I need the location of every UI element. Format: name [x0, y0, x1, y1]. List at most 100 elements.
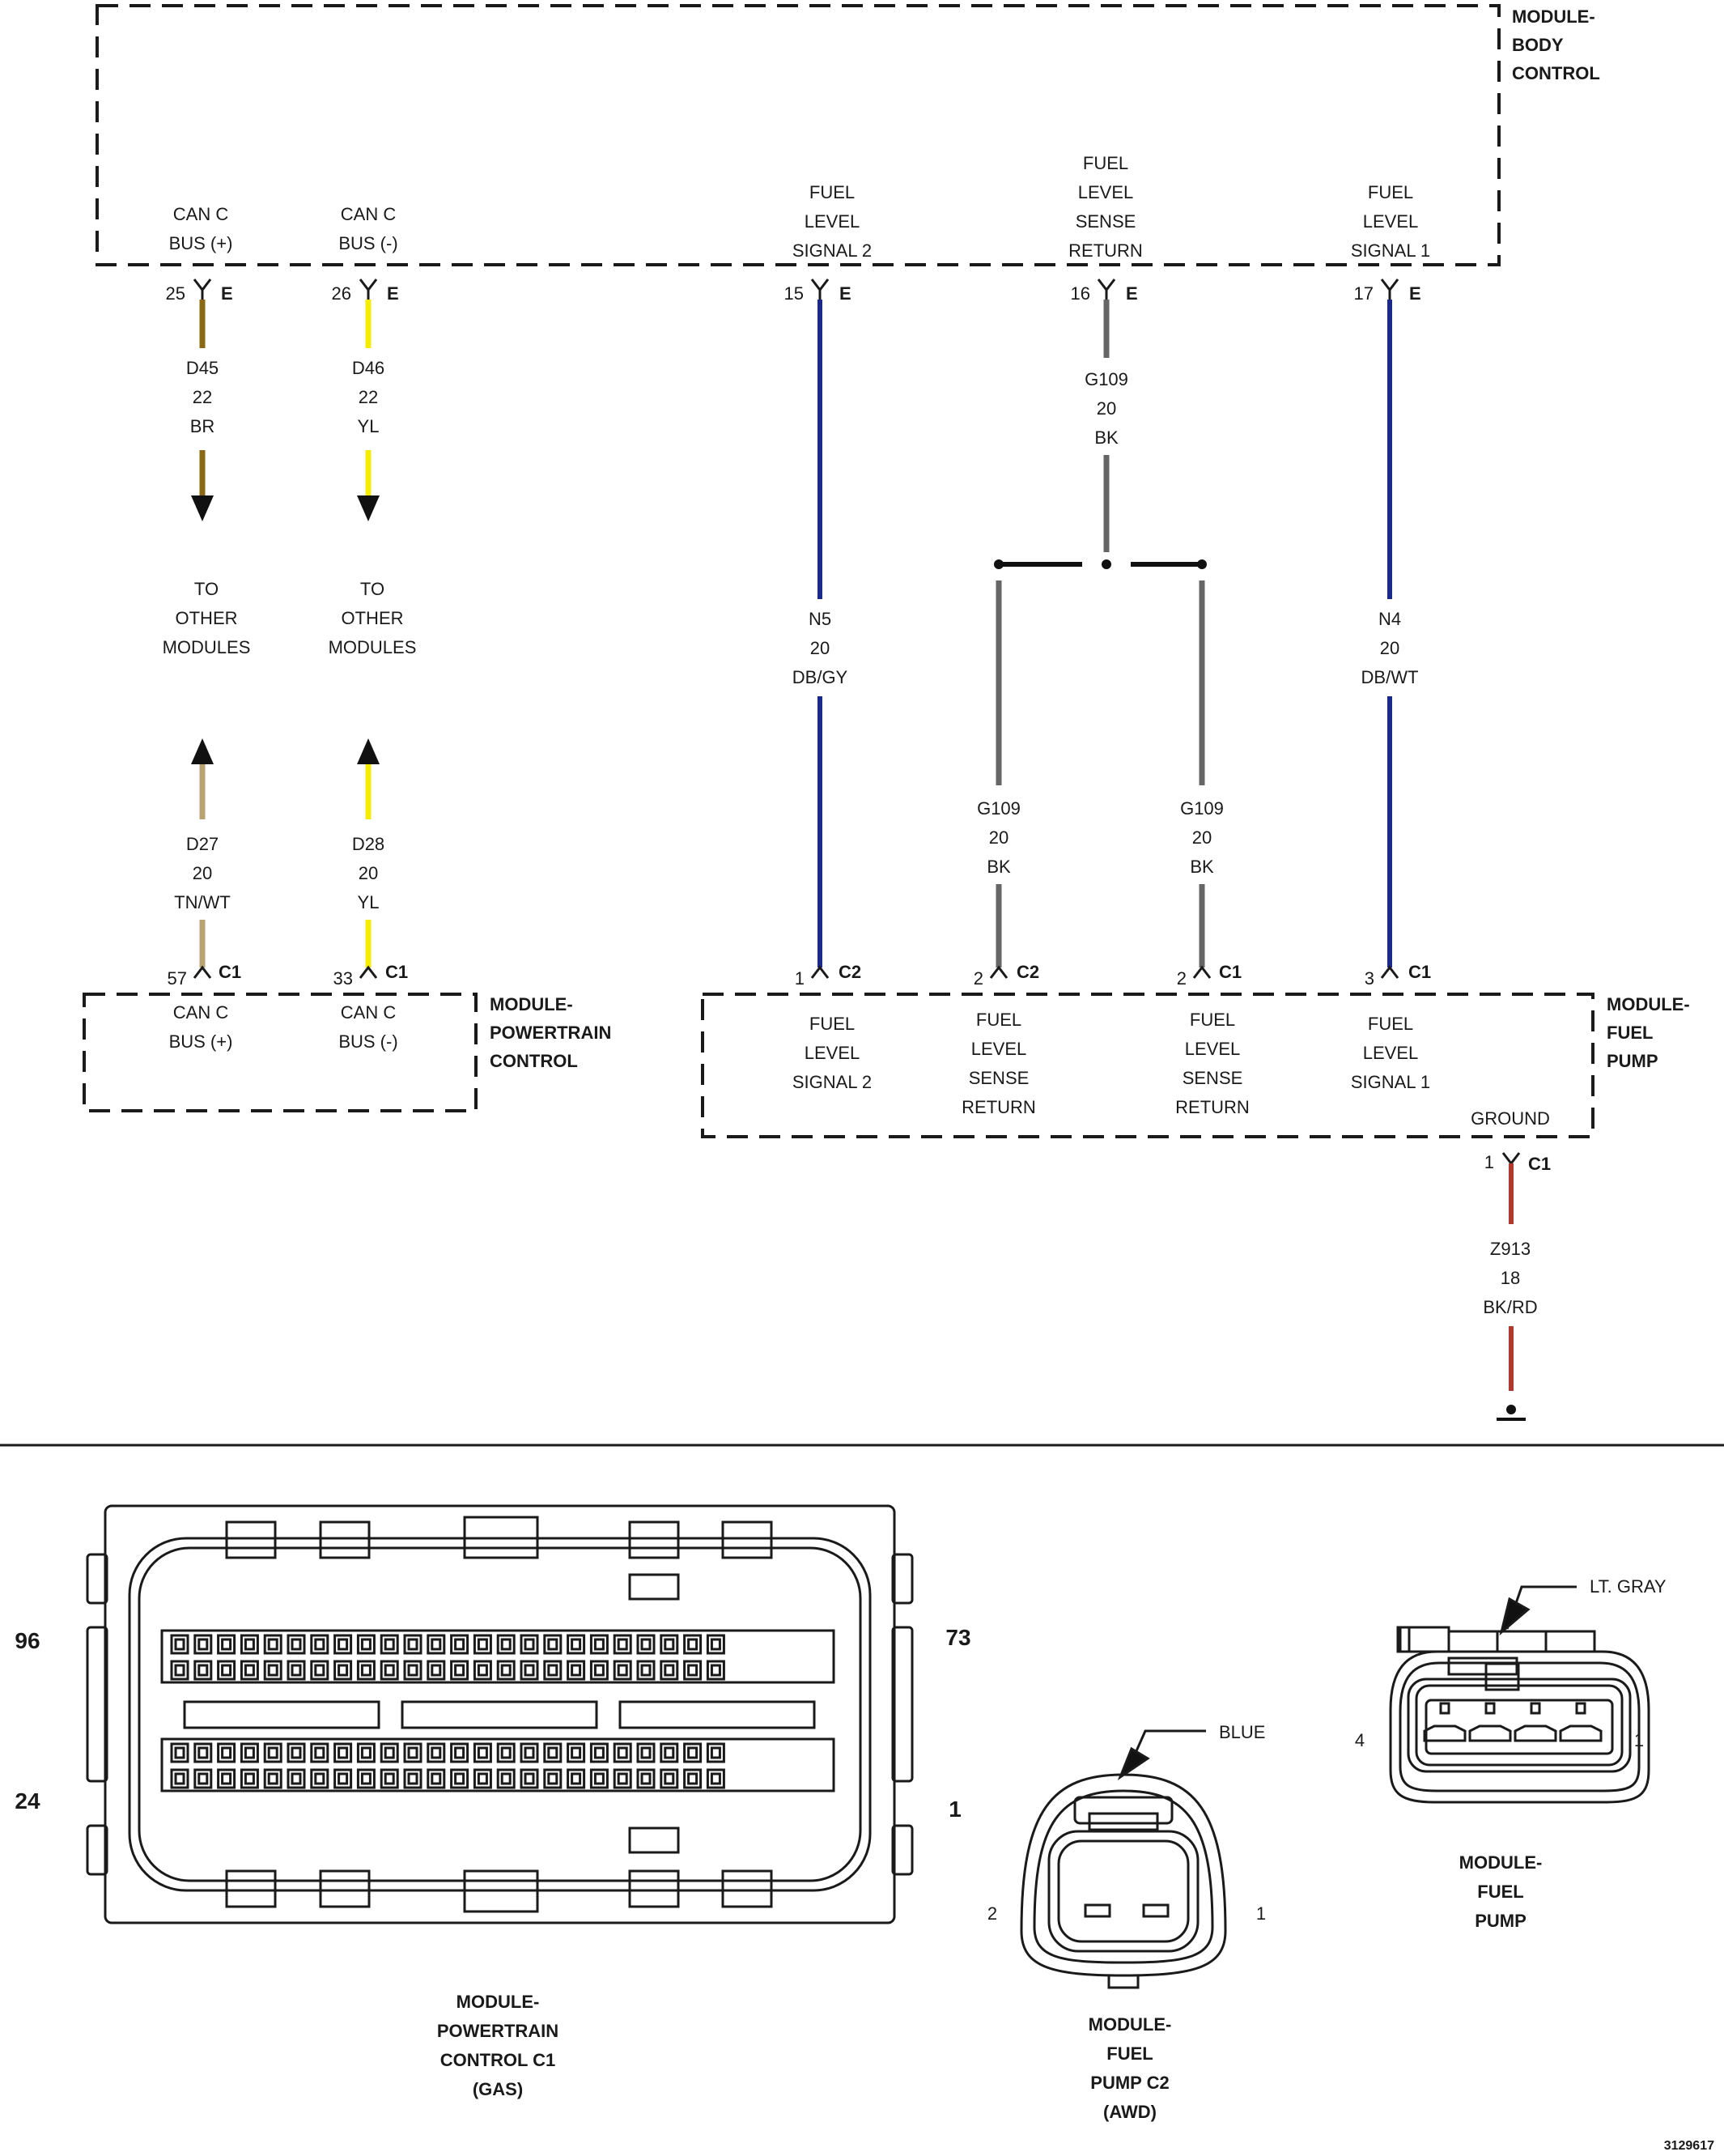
svg-text:G109: G109	[1180, 798, 1224, 819]
pin-cavity-inner	[338, 1746, 349, 1759]
pin-number: 57	[168, 968, 187, 989]
pcm-pin-numbers: 57 C1 33 C1	[168, 962, 409, 989]
pin-cavity-inner	[431, 1664, 442, 1677]
pcm-title-1: MODULE-	[490, 994, 573, 1014]
connector-id: E	[1126, 283, 1138, 304]
pin-cavity	[193, 1660, 213, 1681]
svg-text:G109: G109	[1085, 369, 1128, 389]
svg-text:PUMP C2: PUMP C2	[1090, 2073, 1169, 2093]
pin-cavity	[683, 1660, 703, 1681]
pin-cavity	[567, 1742, 586, 1763]
pin-cavity	[287, 1768, 306, 1789]
bcm-pin-label: LEVEL	[1078, 182, 1134, 202]
pin-cavity-inner	[687, 1746, 699, 1759]
pin-cavity	[240, 1742, 259, 1763]
pin-cavity	[310, 1634, 329, 1655]
pin-cavity	[706, 1660, 725, 1681]
wire-d45: D45 22 BR	[186, 300, 219, 521]
svg-text:MODULES: MODULES	[329, 637, 417, 657]
pin-cavity	[567, 1634, 586, 1655]
pin-cavity-inner	[640, 1746, 652, 1759]
wire-n4: N4 20 DB/WT	[1361, 300, 1419, 967]
bcm-pin-label: RETURN	[1068, 240, 1143, 261]
svg-text:RETURN: RETURN	[1175, 1097, 1250, 1117]
pcm-connector-pins	[193, 965, 378, 979]
svg-text:BK: BK	[987, 857, 1011, 877]
pin-cavity-inner	[314, 1772, 325, 1785]
pin-cavity-inner	[710, 1746, 721, 1759]
svg-text:D28: D28	[352, 834, 384, 854]
pin-cavity	[310, 1742, 329, 1763]
pin-cavity	[636, 1742, 656, 1763]
fpm-c2-labels: BLUE 2 1 MODULE- FUEL PUMP C2 (AWD)	[987, 1722, 1266, 2122]
pin-cavity	[356, 1768, 376, 1789]
pin-number: 73	[945, 1625, 970, 1650]
pin-cavity	[496, 1660, 516, 1681]
svg-text:D45: D45	[186, 358, 219, 378]
pin-cavity	[380, 1742, 399, 1763]
pin-cavity-inner	[524, 1638, 535, 1651]
pin-cavity	[520, 1742, 539, 1763]
pcm-pin-label: BUS (-)	[338, 1031, 397, 1052]
bcm-title-2: BODY	[1512, 35, 1564, 55]
bcm-pin-label: LEVEL	[805, 211, 860, 232]
pin-cavity-inner	[593, 1664, 605, 1677]
pin-cavity	[613, 1660, 632, 1681]
wire-n5: N5 20 DB/GY	[792, 300, 848, 967]
pin-cavity-inner	[267, 1746, 278, 1759]
svg-text:FUEL: FUEL	[1190, 1010, 1235, 1030]
svg-text:FUEL: FUEL	[976, 1010, 1021, 1030]
pin-number: 1	[1256, 1903, 1266, 1924]
wire-g109-top: G109 20 BK	[1085, 300, 1128, 552]
svg-text:YL: YL	[358, 416, 380, 436]
pin-cavity	[473, 1660, 492, 1681]
pin-cavity-inner	[617, 1772, 628, 1785]
pcm-c1-connector-face	[86, 1504, 914, 1924]
svg-text:LEVEL: LEVEL	[1363, 1043, 1419, 1063]
bcm-pin-label: SIGNAL 1	[1351, 240, 1430, 261]
pin-cavity	[706, 1768, 725, 1789]
svg-text:20: 20	[1192, 827, 1212, 848]
pin-cavity	[427, 1634, 446, 1655]
pin-number: 17	[1354, 283, 1374, 304]
pin-number: 15	[784, 283, 804, 304]
pin-cavity	[567, 1768, 586, 1789]
pin-cavity	[287, 1742, 306, 1763]
svg-text:(AWD): (AWD)	[1103, 2102, 1157, 2122]
bcm-title-1: MODULE-	[1512, 6, 1595, 27]
pin-cavity	[240, 1660, 259, 1681]
pin-cavity-inner	[174, 1746, 185, 1759]
pin-cavity-inner	[500, 1746, 512, 1759]
pin-cavity	[217, 1768, 236, 1789]
pin-cavity	[193, 1634, 213, 1655]
wire-g109-right: G109 20 BK	[1180, 580, 1224, 967]
pin-cavity	[403, 1660, 423, 1681]
svg-text:N5: N5	[809, 609, 831, 629]
pin-cavity	[403, 1742, 423, 1763]
pin-cavity	[170, 1660, 189, 1681]
svg-text:MODULE-: MODULE-	[456, 1992, 540, 2012]
svg-text:22: 22	[359, 387, 378, 407]
pcm-c1-pin-numbers: 96 24 73 1	[15, 1625, 970, 1822]
pin-cavity	[589, 1634, 609, 1655]
svg-text:RETURN: RETURN	[962, 1097, 1036, 1117]
pin-cavity	[310, 1660, 329, 1681]
pin-cavity	[217, 1742, 236, 1763]
svg-text:DB/WT: DB/WT	[1361, 667, 1419, 687]
svg-text:D46: D46	[352, 358, 384, 378]
pin-cavity-inner	[593, 1746, 605, 1759]
svg-text:D27: D27	[186, 834, 219, 854]
pin-cavity-inner	[338, 1638, 349, 1651]
connector-color: LT. GRAY	[1590, 1576, 1667, 1597]
ground-icon	[1506, 1405, 1516, 1414]
pin-cavity	[310, 1768, 329, 1789]
svg-text:FUEL: FUEL	[1368, 1014, 1413, 1034]
pin-cavity-inner	[267, 1638, 278, 1651]
connector-id: E	[1409, 283, 1421, 304]
pin-cavity-inner	[617, 1746, 628, 1759]
pin-cavity-inner	[431, 1772, 442, 1785]
pin-cavity-inner	[360, 1746, 372, 1759]
fpm-4way-connector-face	[1389, 1585, 1650, 1804]
wire-g109-left: G109 20 BK	[977, 580, 1021, 967]
connector-id: C2	[839, 962, 861, 982]
